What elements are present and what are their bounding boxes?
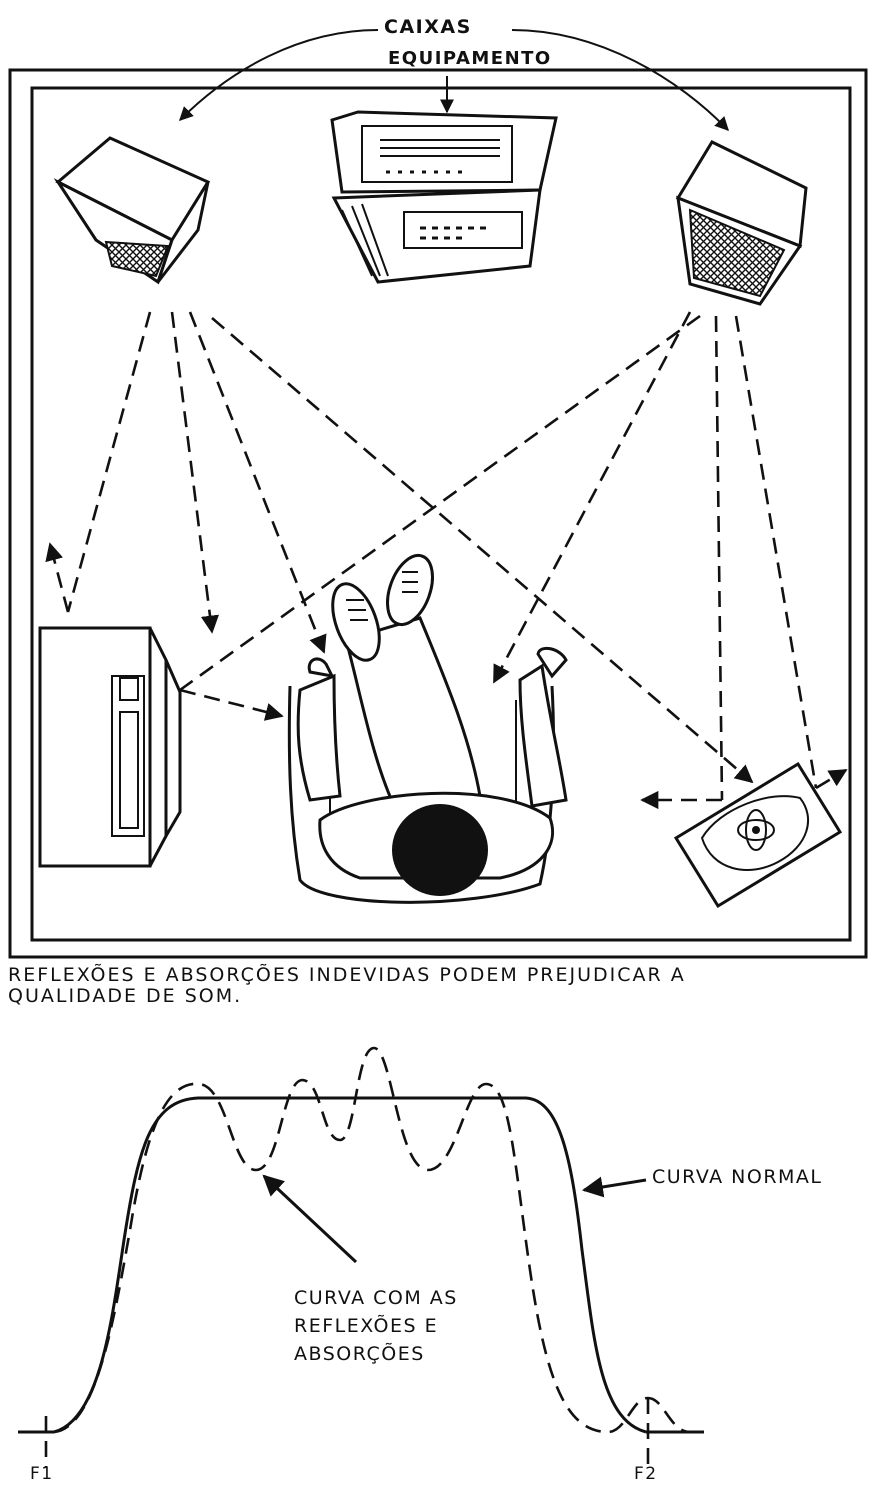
curva-normal-label: CURVA NORMAL [652,1166,823,1188]
room-inner-wall [30,86,852,942]
sound-path-right-2 [492,311,692,684]
sound-path-left-4 [211,317,754,784]
curva-com-line-1: CURVA COM AS [294,1287,458,1309]
room-caption: REFLEXÕES E ABSORÇÕES INDEVIDAS PODEM PR… [8,965,686,1007]
arrow-to-left-speaker [179,29,379,121]
caption-line-2: QUALIDADE DE SOM. [8,985,243,1007]
curva-com-line-2: REFLEXÕES E [294,1315,439,1337]
right-shoe [386,553,434,627]
f1-label: F1 [30,1464,54,1484]
normal-curve [53,1096,647,1434]
wall-picture [673,761,843,909]
television [38,626,182,868]
curva-com-label: CURVA COM AS REFLEXÕES E ABSORÇÕES [294,1284,458,1368]
caption-line-1: REFLEXÕES E ABSORÇÕES INDEVIDAS PODEM PR… [8,964,686,986]
sound-path-right-3 [714,315,724,801]
room-outer-wall [8,68,868,959]
stereo-equipment [330,110,558,284]
sound-path-left-1-reflect [45,542,70,613]
sound-path-left-3 [188,311,327,654]
arrow-curva-com [262,1174,358,1264]
equipamento-label: EQUIPAMENTO [384,50,556,68]
sound-path-right-4 [734,315,818,789]
left-speaker [53,136,211,285]
caixas-label: CAIXAS [380,18,476,37]
curva-com-line-3: ABSORÇÕES [294,1343,425,1365]
sound-path-left-2 [170,311,219,634]
f2-label: F2 [634,1464,658,1484]
sound-path-right-4-reflect [815,768,848,790]
frequency-response [18,1046,704,1468]
sound-path-right-1 [179,314,701,692]
right-speaker [675,140,808,306]
reflections-curve [53,1046,691,1434]
sound-path-left-1 [66,311,152,613]
sound-path-right-1-reflect [179,688,284,721]
arrow-curva-normal [581,1176,647,1198]
listener-head [392,804,488,896]
left-shoe [331,582,381,662]
listener [287,553,568,904]
arrow-to-right-speaker [511,29,729,132]
